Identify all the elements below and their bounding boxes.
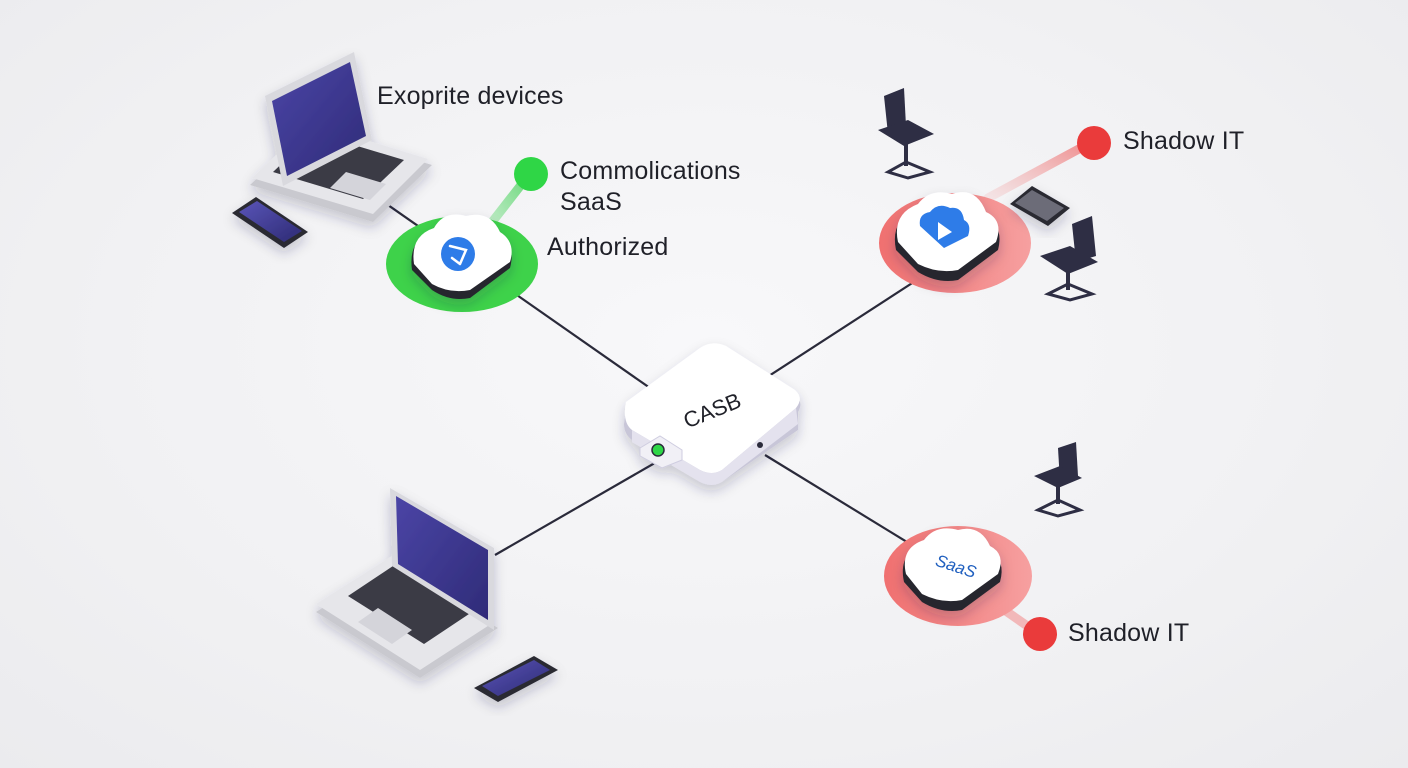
link-laptop-bottom: [494, 459, 661, 556]
status-dot-icon: [1023, 617, 1057, 651]
red-callout-link-top: [983, 138, 1095, 203]
office-chair-icon: [878, 88, 935, 180]
casb-appliance-icon: [624, 343, 801, 485]
cloud-icon: [902, 528, 1002, 611]
authorized-cloud-node: [386, 214, 538, 312]
phone-icon: [474, 656, 558, 702]
cloud-icon: [894, 192, 1000, 281]
service-title-line2: SaaS: [560, 188, 622, 216]
office-chair-icon: [1033, 442, 1085, 518]
laptop-icon: [250, 52, 432, 222]
link-shadow-bottom: [764, 454, 921, 551]
shadow-it-label-top: Shadow IT: [1123, 127, 1245, 155]
casb-status-led: [651, 443, 665, 457]
shadow-bottom-node: SaaS: [884, 526, 1032, 626]
phone-icon: [232, 197, 308, 248]
status-dot-icon: [514, 157, 548, 191]
cloud-icon: [411, 214, 512, 299]
laptop-icon: [316, 488, 498, 678]
status-dot-icon: [1077, 126, 1111, 160]
devices-label: Exoprite devices: [377, 82, 564, 110]
service-title-line1: Commolications: [560, 157, 741, 185]
tablet-icon: [1010, 186, 1070, 226]
link-shadow-top: [754, 264, 941, 386]
authorized-status-label: Authorized: [547, 233, 669, 261]
shadow-it-label-bottom: Shadow IT: [1068, 619, 1190, 647]
shadow-top-node: [879, 192, 1031, 293]
office-chair-icon: [1040, 216, 1098, 302]
